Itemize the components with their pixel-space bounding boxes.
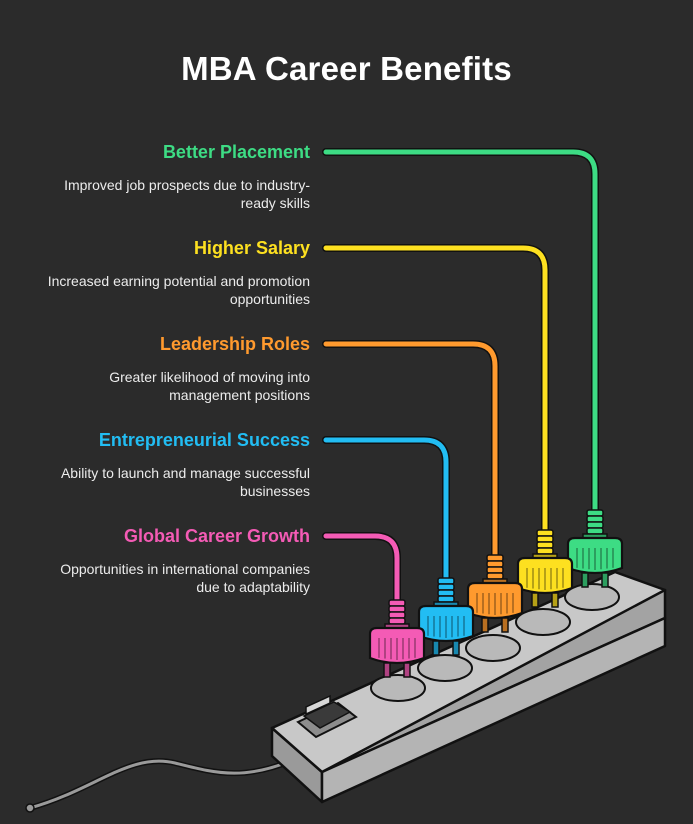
benefit-entrepreneurial-success: Entrepreneurial Success Ability to launc… — [61, 430, 310, 500]
plug-icon — [466, 554, 524, 633]
benefit-higher-salary: Higher Salary Increased earning potentia… — [48, 238, 310, 308]
cable-line — [322, 532, 401, 604]
description-line: Ability to launch and manage successful — [60, 465, 310, 481]
description-line: Greater likelihood of moving into — [109, 369, 310, 385]
plug-icon — [516, 529, 574, 608]
description-line: businesses — [239, 483, 310, 499]
benefit-description: Greater likelihood of moving into manage… — [109, 368, 310, 404]
plug-icon — [566, 509, 624, 588]
power-strip-icon — [270, 570, 667, 804]
benefit-better-placement: Better Placement Improved job prospects … — [64, 142, 310, 212]
plug-icon — [417, 577, 475, 656]
description-line: Opportunities in international companies — [60, 561, 310, 577]
benefit-description: Increased earning potential and promotio… — [48, 272, 310, 308]
cable-line — [323, 437, 449, 581]
cable-line — [322, 148, 599, 514]
benefit-heading: Global Career Growth — [123, 526, 310, 546]
benefit-heading: Leadership Roles — [159, 334, 310, 354]
cable-line — [323, 149, 598, 513]
benefit-global-career-growth: Global Career Growth Opportunities in in… — [60, 526, 310, 596]
cable-line — [323, 245, 548, 533]
description-line: ready skills — [240, 195, 310, 211]
benefit-description: Ability to launch and manage successful … — [61, 464, 310, 500]
benefit-heading: Entrepreneurial Success — [98, 430, 310, 450]
description-line: management positions — [169, 387, 310, 403]
cable-line — [322, 436, 450, 582]
description-line: Improved job prospects due to industry- — [64, 177, 310, 193]
benefit-heading: Higher Salary — [193, 238, 310, 258]
benefit-description: Opportunities in international companies… — [60, 560, 310, 596]
benefit-heading: Better Placement — [162, 142, 310, 162]
power-cord-icon — [27, 754, 303, 811]
plug-icon — [368, 599, 426, 678]
description-line: Increased earning potential and promotio… — [47, 273, 310, 289]
description-line: opportunities — [229, 291, 310, 307]
cable-line — [323, 533, 400, 603]
page-title: MBA Career Benefits — [181, 50, 512, 87]
power-switch-icon — [296, 694, 358, 739]
cable-line — [322, 340, 499, 559]
cable-line — [322, 244, 549, 534]
cable-line — [323, 341, 498, 558]
benefit-description: Improved job prospects due to industry- … — [64, 176, 310, 212]
benefit-leadership-roles: Leadership Roles Greater likelihood of m… — [109, 334, 310, 404]
description-line: due to adaptability — [196, 579, 310, 595]
